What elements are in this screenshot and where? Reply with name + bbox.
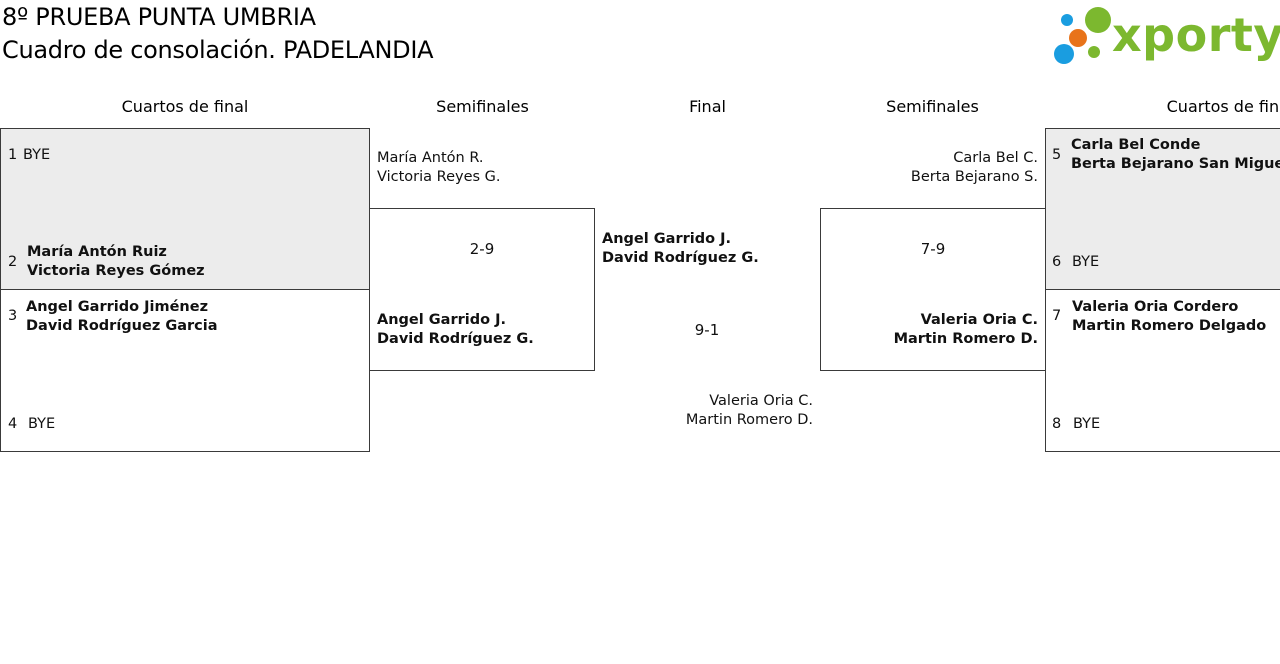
xporty-logo[interactable]: xporty <box>1050 4 1280 68</box>
semi-left-top-player-1: María Antón R. <box>377 150 484 166</box>
round-header-final: Final <box>689 97 726 116</box>
quarter-match-left-1 <box>0 128 370 290</box>
semi-left-score: 2-9 <box>469 240 495 258</box>
final-runner-up-player-2: Martin Romero D. <box>685 412 813 428</box>
seed-number: 8 <box>1052 416 1062 432</box>
semi-right-bottom-player-1: Valeria Oria C. <box>920 312 1038 328</box>
round-header-left-quarters: Cuartos de final <box>121 97 249 116</box>
semi-match-left <box>369 208 595 371</box>
semi-left-bottom-player-2: David Rodríguez G. <box>377 331 534 347</box>
page-title: 8º PRUEBA PUNTA UMBRIA <box>2 3 316 31</box>
round-header-left-semis: Semifinales <box>436 97 529 116</box>
semi-right-bottom-player-2: Martin Romero D. <box>893 331 1038 347</box>
semi-left-bottom-player-1: Angel Garrido J. <box>377 312 507 328</box>
team-player-2: David Rodríguez Garcia <box>26 318 218 334</box>
semi-right-score: 7-9 <box>920 240 946 258</box>
seed-number: 2 <box>8 254 18 270</box>
seed-number: 5 <box>1052 147 1062 163</box>
team-name: BYE <box>1073 416 1101 432</box>
seed-number: 3 <box>8 308 18 324</box>
page-subtitle: Cuadro de consolación. PADELANDIA <box>2 36 434 64</box>
final-score: 9-1 <box>694 321 720 339</box>
team-name: BYE <box>23 147 51 163</box>
logo-wordmark: xporty <box>1112 8 1280 62</box>
seed-number: 1 <box>8 147 18 163</box>
team-player-1: Carla Bel Conde <box>1071 137 1201 153</box>
final-winner-player-1: Angel Garrido J. <box>602 231 732 247</box>
final-winner-player-2: David Rodríguez G. <box>602 250 759 266</box>
team-player-2: Martin Romero Delgado <box>1072 318 1267 334</box>
final-runner-up-player-1: Valeria Oria C. <box>709 393 813 409</box>
team-player-1: Angel Garrido Jiménez <box>26 299 209 315</box>
quarter-match-right-1 <box>1045 128 1280 290</box>
team-player-2: Victoria Reyes Gómez <box>27 263 205 279</box>
team-name: BYE <box>1072 254 1100 270</box>
quarter-match-right-2 <box>1045 289 1280 452</box>
team-player-1: María Antón Ruiz <box>27 244 167 260</box>
seed-number: 7 <box>1052 308 1062 324</box>
seed-number: 6 <box>1052 254 1062 270</box>
seed-number: 4 <box>8 416 18 432</box>
team-name: BYE <box>28 416 56 432</box>
round-header-right-quarters: Cuartos de final <box>1166 97 1280 116</box>
semi-left-top-player-2: Victoria Reyes G. <box>377 169 501 185</box>
semi-right-top-player-1: Carla Bel C. <box>953 150 1038 166</box>
logo-dots-icon <box>1054 7 1111 64</box>
team-player-1: Valeria Oria Cordero <box>1072 299 1239 315</box>
team-player-2: Berta Bejarano San Miguel <box>1071 156 1280 172</box>
semi-right-top-player-2: Berta Bejarano S. <box>910 169 1038 185</box>
round-header-right-semis: Semifinales <box>886 97 979 116</box>
